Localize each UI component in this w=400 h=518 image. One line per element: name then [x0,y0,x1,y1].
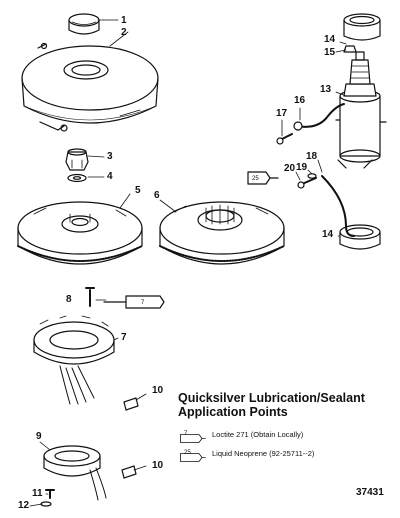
retainer-part-10-top [123,397,139,411]
callout-6: 6 [154,190,160,201]
callout-11: 11 [32,488,43,499]
callout-5: 5 [135,185,141,196]
callout-13: 13 [320,84,332,95]
ground-cable-part-18 [321,175,355,237]
legend-item-loctite: 7 Loctite 271 (Obtain Locally) [180,428,304,443]
trigger-coil-part-9 [43,445,107,501]
callout-10-bottom: 10 [152,460,164,471]
legend-title: Quicksilver Lubrication/Sealant Applicat… [178,391,365,419]
callout-8: 8 [66,294,72,305]
bolt-part-20 [297,177,317,189]
tube-label-7: 7 [141,300,145,306]
flywheel-part-5 [17,201,143,265]
battery-cable-part-16 [293,103,345,131]
washer-part-12 [40,501,52,507]
callout-12: 12 [18,500,30,511]
callout-19: 19 [296,162,308,173]
legend-item-neoprene: 25 Liquid Neoprene (92-25711--2) [180,447,315,462]
flywheel-part-6 [159,201,285,265]
legend-text: Loctite 271 (Obtain Locally) [212,429,304,439]
loctite-tube-7-marker [103,295,165,309]
callout-20: 20 [284,163,296,174]
callout-9: 9 [36,431,42,442]
callout-4: 4 [107,171,113,182]
leader-lines [29,19,347,507]
callout-10-top: 10 [152,385,164,396]
callout-16: 16 [294,95,306,106]
tube-icon: 7 [180,430,206,443]
nut-part-3 [65,148,89,171]
retainer-part-10-bottom [121,465,137,479]
bushing-part-14-top [343,13,381,41]
flywheel-cover-part-2 [21,42,159,132]
nut-part-15 [343,45,357,53]
cap-part-1 [68,13,100,35]
callout-14-top: 14 [324,34,336,45]
callout-3: 3 [107,151,113,162]
callout-18: 18 [306,151,318,162]
screw-part-8 [85,287,95,307]
callout-1: 1 [121,15,127,26]
sealant-tube-25-marker [247,171,279,185]
tube-label-25: 25 [252,176,259,182]
callout-7: 7 [121,332,127,343]
callout-14-bottom: 14 [322,229,334,240]
diagram-number: 37431 [356,487,384,498]
legend-code: 7 [184,430,188,437]
screw-part-11 [45,489,55,499]
callout-15: 15 [324,47,336,58]
starter-motor-part-13 [335,51,387,169]
callout-17: 17 [276,108,288,119]
tube-icon: 25 [180,449,206,462]
washer-part-4 [67,173,87,183]
callout-2: 2 [121,27,127,38]
legend-code: 25 [184,449,191,456]
bolt-part-17 [276,133,293,145]
legend-text: Liquid Neoprene (92-25711--2) [212,448,315,458]
stator-part-7 [33,315,115,405]
